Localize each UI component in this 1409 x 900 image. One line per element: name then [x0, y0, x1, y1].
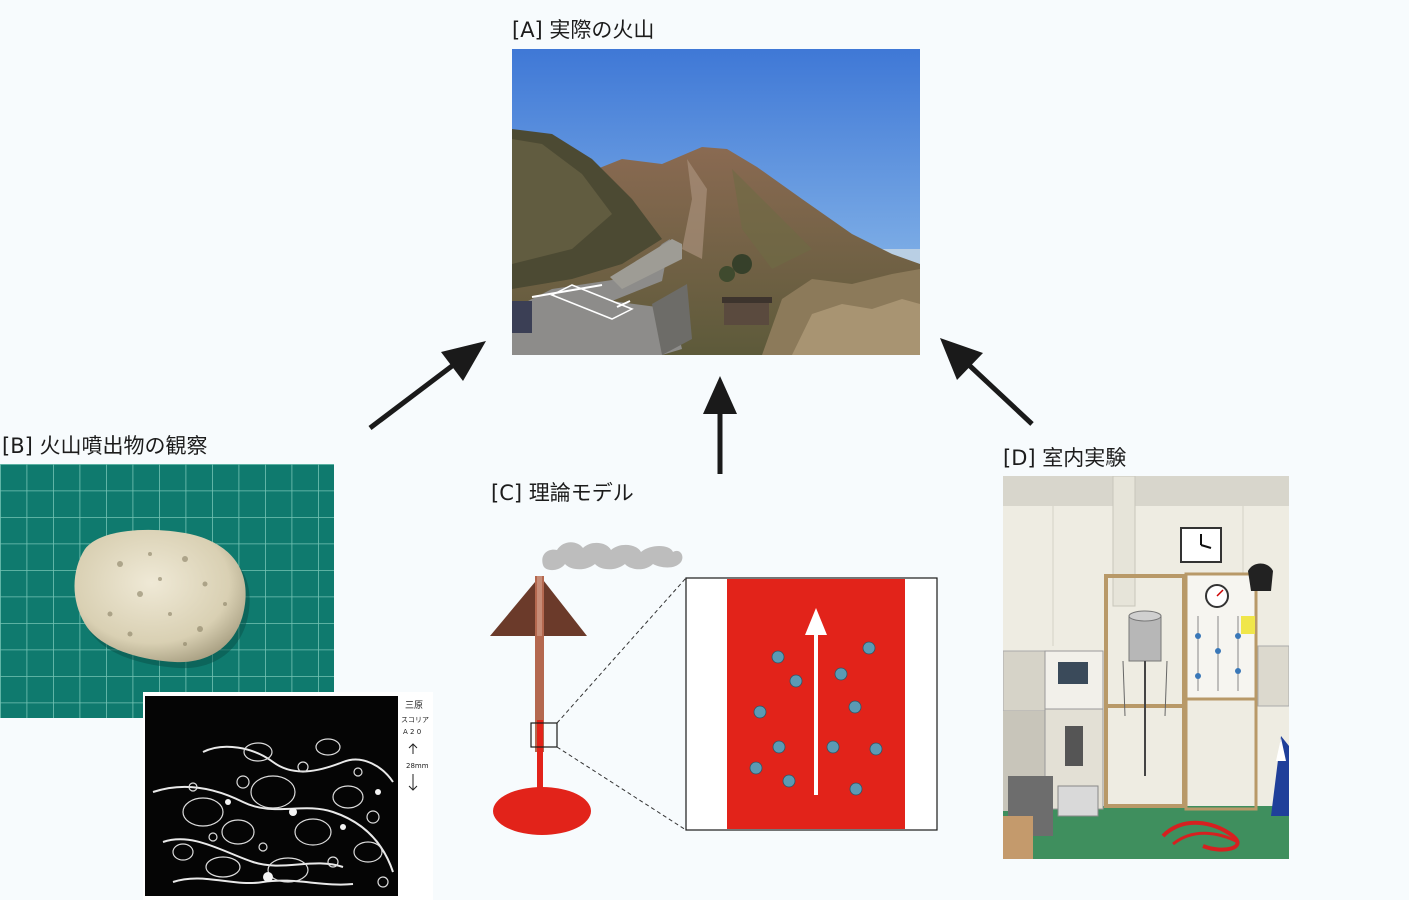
pumice-photo: [0, 464, 334, 718]
lab-experiment-photo: [1003, 476, 1289, 859]
panel-c-label: [C] 理論モデル: [491, 481, 634, 505]
smoke-plume: [542, 542, 683, 571]
arrow-b-to-a: [368, 341, 486, 430]
panel-b-label: [B] 火山噴出物の観察: [2, 434, 208, 458]
note-sample-id: A 2 0: [403, 728, 421, 736]
theory-model-diagram: [485, 520, 945, 840]
thin-section-image: 三原 スコリア A 2 0 28mm: [143, 692, 433, 900]
zoom-region-box: [530, 722, 558, 748]
magma-chamber: [493, 787, 591, 835]
panel-a-label: [A] 実際の火山: [512, 18, 655, 42]
gas-bubbles: [749, 641, 883, 796]
arrow-c-to-a: [703, 376, 737, 474]
panel-d-label: [D] 室内実験: [1003, 446, 1127, 470]
arrow-d-to-a: [940, 338, 1034, 426]
note-scale: 28mm: [406, 762, 429, 770]
note-sample-type: スコリア: [401, 716, 429, 724]
volcano-photo: [512, 49, 920, 355]
note-location: 三原: [405, 700, 423, 711]
conduit: [535, 576, 544, 752]
scale-arrow-down-icon: [408, 774, 418, 791]
scale-arrow-up-icon: [408, 743, 418, 754]
